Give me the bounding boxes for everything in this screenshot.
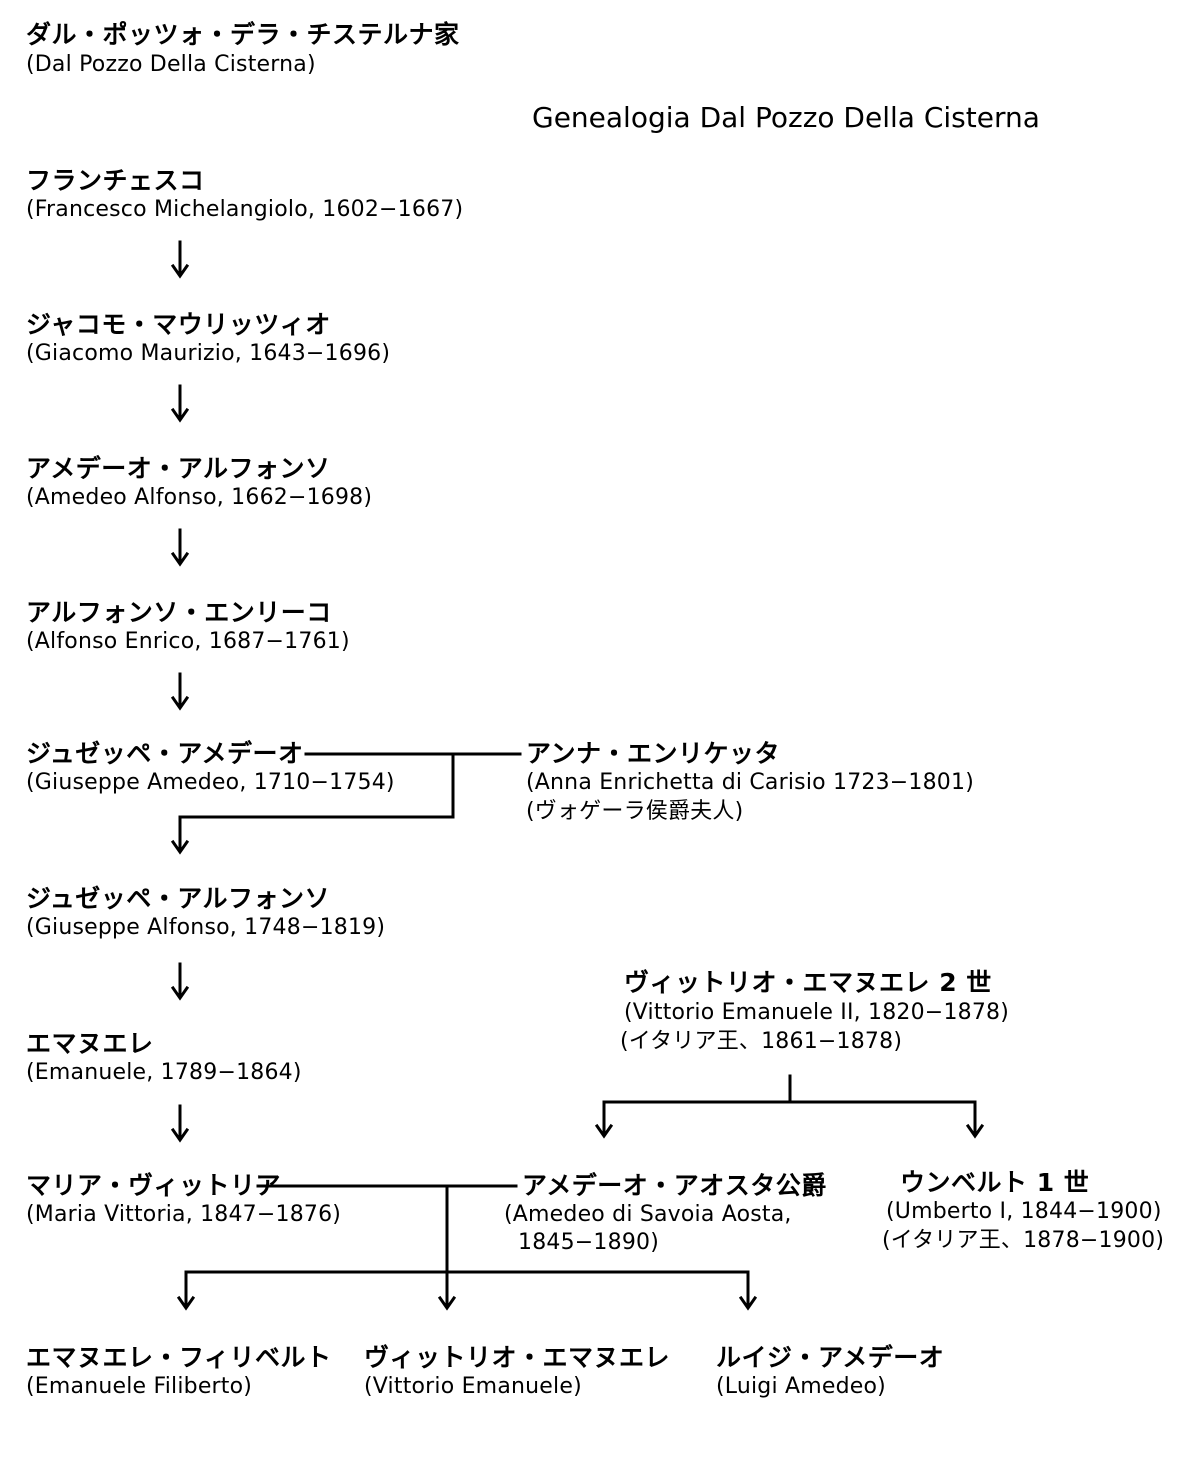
person-emanuele-filiberto-en: (Emanuele Filiberto) xyxy=(26,1374,253,1399)
person-giuseppe-amedeo-jp: ジュゼッペ・アメデーオ xyxy=(26,739,304,768)
person-emanuele-jp: エマヌエレ xyxy=(26,1029,154,1058)
arrow-giuseppe-alfonso-emanuele xyxy=(170,962,190,1001)
arrow-alfonso-enrico-giuseppe-amedeo xyxy=(170,672,190,711)
person-amedeo-aosta-jp: アメデーオ・アオスタ公爵 xyxy=(522,1171,827,1200)
person-amedeo-alfonso-en: (Amedeo Alfonso, 1662−1698) xyxy=(26,485,373,510)
person-francesco-jp: フランチェスコ xyxy=(26,166,205,195)
person-maria-vittoria-en: (Maria Vittoria, 1847−1876) xyxy=(26,1202,342,1227)
person-giuseppe-amedeo-en: (Giuseppe Amedeo, 1710−1754) xyxy=(26,770,395,795)
person-vittorio-emanuele-jp: ヴィットリオ・エマヌエレ xyxy=(364,1343,671,1372)
person-amedeo-aosta-en2: 1845−1890) xyxy=(518,1230,659,1255)
diagram-title: Genealogia Dal Pozzo Della Cisterna xyxy=(532,101,1040,134)
person-umberto-en: (Umberto I, 1844−1900) xyxy=(886,1199,1162,1224)
person-anna-note: (ヴォゲーラ侯爵夫人) xyxy=(526,799,744,824)
person-vittorio-emanuele-ii-note: (イタリア王、1861−1878) xyxy=(620,1029,903,1054)
person-giacomo-en: (Giacomo Maurizio, 1643−1696) xyxy=(26,341,391,366)
person-emanuele-en: (Emanuele, 1789−1864) xyxy=(26,1060,302,1085)
family-name-jp: ダル・ポッツォ・デラ・チステルナ家 xyxy=(26,20,460,49)
person-vittorio-emanuele-en: (Vittorio Emanuele) xyxy=(364,1374,582,1399)
person-amedeo-alfonso-jp: アメデーオ・アルフォンソ xyxy=(26,454,331,483)
descent-line-giuseppe-alfonso xyxy=(170,752,455,855)
person-umberto-jp: ウンベルト 1 世 xyxy=(900,1168,1090,1197)
descent-lines-vittorio-emanuele-ii xyxy=(594,1074,985,1139)
person-giuseppe-alfonso-en: (Giuseppe Alfonso, 1748−1819) xyxy=(26,915,386,940)
person-giacomo-jp: ジャコモ・マウリッツィオ xyxy=(26,310,331,339)
person-maria-vittoria-jp: マリア・ヴィットリア xyxy=(26,1171,282,1200)
person-anna-jp: アンナ・エンリケッタ xyxy=(526,739,781,768)
person-alfonso-enrico-jp: アルフォンソ・エンリーコ xyxy=(26,598,332,627)
person-emanuele-filiberto-jp: エマヌエレ・フィリベルト xyxy=(26,1343,332,1372)
arrow-giacomo-amedeo-alfonso xyxy=(170,384,190,423)
person-alfonso-enrico-en: (Alfonso Enrico, 1687−1761) xyxy=(26,629,350,654)
person-francesco-en: (Francesco Michelangiolo, 1602−1667) xyxy=(26,197,464,222)
person-luigi-amedeo-en: (Luigi Amedeo) xyxy=(716,1374,886,1399)
family-name-en: (Dal Pozzo Della Cisterna) xyxy=(26,52,316,77)
person-vittorio-emanuele-ii-en: (Vittorio Emanuele II, 1820−1878) xyxy=(624,1000,1010,1025)
arrow-emanuele-maria-vittoria xyxy=(170,1104,190,1143)
arrow-francesco-giacomo xyxy=(170,240,190,279)
person-vittorio-emanuele-ii-jp: ヴィットリオ・エマヌエレ 2 世 xyxy=(624,968,992,997)
person-luigi-amedeo-jp: ルイジ・アメデーオ xyxy=(716,1343,945,1372)
person-umberto-note: (イタリア王、1878−1900) xyxy=(882,1228,1165,1253)
person-giuseppe-alfonso-jp: ジュゼッペ・アルフォンソ xyxy=(26,884,331,913)
person-amedeo-aosta-en: (Amedeo di Savoia Aosta, xyxy=(504,1202,792,1227)
descent-lines-maria-amedeo-children xyxy=(176,1184,758,1311)
person-anna-en: (Anna Enrichetta di Carisio 1723−1801) xyxy=(526,770,974,795)
arrow-amedeo-alfonso-alfonso-enrico xyxy=(170,528,190,567)
